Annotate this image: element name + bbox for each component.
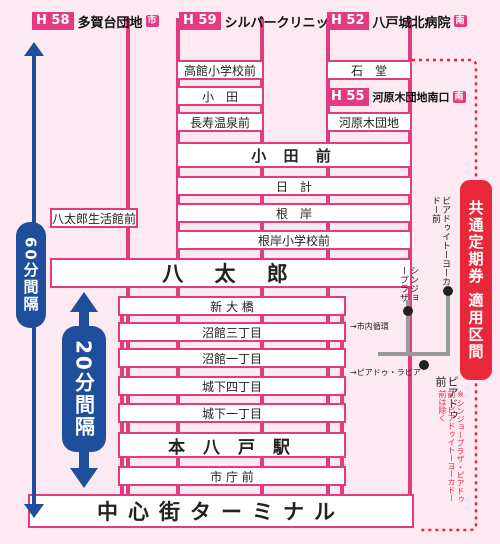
stop-hon-hachinohe: 本 八 戸 駅 [118, 432, 346, 458]
stop-hattaro-seikatsukan: 八太郎生活館前 [50, 208, 138, 228]
interval-label-20: 20分間隔 [62, 326, 106, 452]
stop-hattaro: 八 太 郎 [50, 258, 412, 288]
common-pass-note: ※シンジョープラザ・ピアドゥ前・ピアドゥイトーヨーカドー前は除く [438, 390, 465, 503]
transfer-piadou-rapia: →ピアドゥ・ラピア [350, 368, 421, 377]
stop-nikkei: 日 計 [176, 176, 412, 196]
stop-shin-ohashi: 新 大 橋 [118, 296, 346, 316]
route-header-h59: H 59 シルバークリニック 市 [179, 12, 358, 31]
landmark-itoyokado: ピアドゥイトーヨーカドー前 [430, 196, 450, 286]
route-destination: 八戸城北病院 [372, 15, 451, 31]
stop-dot-itoyokado [443, 286, 453, 296]
transfer-shinaijunkan: →市内循環 [350, 322, 389, 331]
stop-shiroshita-4: 城下四丁目 [118, 376, 346, 396]
operator-badge: 南 [452, 91, 466, 103]
landmark-piadou: ピアドゥ前 [434, 376, 459, 420]
route-header-h58: H 58 多賀台団地 市 [32, 12, 159, 31]
route-number: H 58 [32, 12, 74, 30]
stop-kawaragi: 河原木団地 [326, 112, 412, 132]
route-header-h55: H 55 河原木団地南口 南 [327, 88, 466, 106]
connector-line [446, 292, 450, 356]
stop-chojuonsen: 長寿温泉前 [176, 112, 264, 132]
stop-oda-mae: 小 田 前 [176, 142, 412, 168]
city-line-left [120, 296, 124, 496]
connector-line [378, 352, 448, 356]
route-number: H 59 [179, 12, 221, 30]
stop-negishi-school: 根岸小学校前 [176, 230, 412, 250]
stop-ishido: 石 堂 [326, 60, 412, 80]
landmark-shinjo: シンジョープラザ [398, 266, 418, 302]
stop-dot-piadou [419, 360, 429, 370]
stop-numadate-1: 沼館一丁目 [118, 348, 346, 368]
route-destination: シルバークリニック [224, 15, 342, 31]
route-header-h52: H 52 八戸城北病院 南 [327, 12, 467, 31]
stop-negishi: 根 岸 [176, 203, 412, 223]
stop-numadate-3: 沼館三丁目 [118, 322, 346, 342]
stop-shiyakusho: 市 庁 前 [118, 466, 346, 486]
operator-badge: 南 [453, 15, 467, 27]
stop-dot-shinjo [403, 306, 413, 316]
connector-line [406, 300, 410, 356]
route-number: H 52 [327, 12, 369, 30]
interval-label-60: 60分間隔 [16, 222, 46, 328]
transfer-label: ピアドゥ・ラピア [356, 368, 421, 377]
stop-oda: 小 田 [176, 86, 264, 106]
route-destination: 河原木団地南口 [372, 91, 450, 104]
route-destination: 多賀台団地 [77, 15, 143, 31]
operator-badge: 市 [145, 15, 159, 27]
city-line-right [340, 296, 344, 496]
stop-terminal: 中心街ターミナル [28, 494, 414, 528]
stop-takadate: 高館小学校前 [176, 60, 264, 80]
stop-shiroshita-1: 城下一丁目 [118, 403, 346, 423]
common-pass-label: 共通定期券 適用区間 [460, 180, 492, 380]
transfer-label: 市内循環 [356, 322, 389, 331]
route-number: H 55 [327, 88, 369, 106]
